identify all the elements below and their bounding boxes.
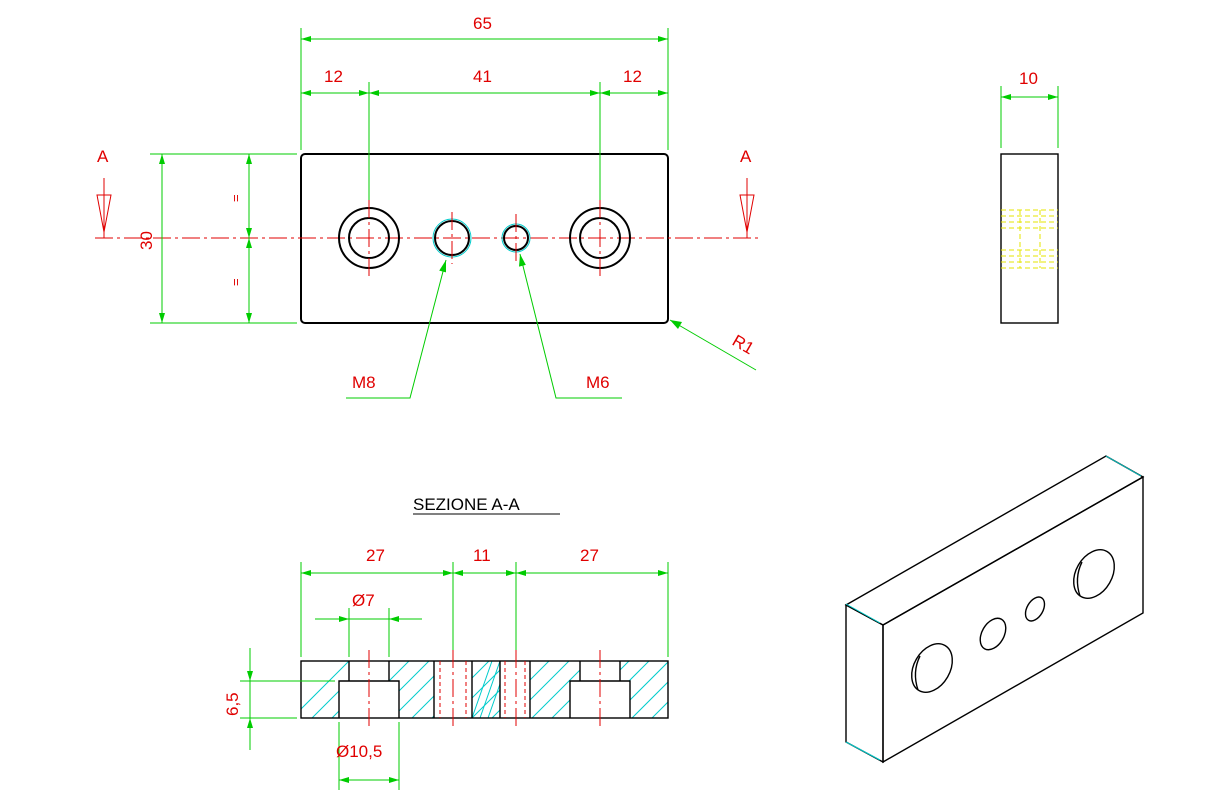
dim-counterbore-diameter: Ø10,5: [336, 742, 382, 761]
dim-middle-segment: 11: [473, 546, 491, 565]
dim-equal-top: =: [228, 194, 243, 202]
label-thread-m8: M8: [352, 373, 376, 392]
thread-section-m8: [433, 661, 473, 718]
threaded-hole-m6: [501, 214, 531, 262]
iso-top-face: [844, 455, 1145, 626]
leader-r1: [669, 319, 757, 371]
iso-hole-4: [1073, 549, 1115, 599]
dim-hole-diameter: Ø7: [352, 591, 375, 610]
thread-section-m6: [499, 661, 531, 718]
section-arrow-left: [96, 178, 112, 238]
dim-counterbore-depth: 6,5: [223, 692, 242, 716]
isometric-view: [844, 455, 1145, 764]
label-corner-radius: R1: [729, 331, 757, 358]
side-view: 10: [1000, 69, 1059, 324]
iso-side-face: [882, 475, 1144, 764]
iso-hole-1: [911, 643, 953, 693]
section-view: SEZIONE A-A: [223, 495, 669, 790]
dim-left-offset: 12: [324, 67, 343, 86]
side-outline: [1000, 153, 1059, 324]
section-mark-left: A: [97, 147, 109, 166]
iso-hole-3: [1024, 596, 1046, 622]
section-arrow-right: [739, 178, 755, 238]
threaded-hole-m8: [432, 212, 472, 264]
counterbore-hole-left: [338, 200, 400, 276]
dim-thickness: 10: [1019, 69, 1038, 88]
dim-right-offset: 12: [623, 67, 642, 86]
section-mark-right: A: [740, 147, 752, 166]
dim-center-distance: 41: [473, 67, 492, 86]
counterbore-hole-right: [569, 200, 631, 276]
dim-equal-bottom: =: [228, 278, 243, 286]
front-view: A A 65: [95, 14, 760, 399]
leader-m8: [346, 259, 447, 399]
section-title: SEZIONE A-A: [413, 495, 520, 514]
dim-right-segment: 27: [580, 546, 599, 565]
iso-hole-2: [979, 617, 1007, 651]
label-thread-m6: M6: [586, 373, 610, 392]
leader-m6: [519, 253, 622, 399]
iso-front-face: [845, 603, 884, 764]
dim-left-segment: 27: [366, 546, 385, 565]
dim-overall-width: 65: [473, 14, 492, 33]
dim-height: 30: [137, 231, 156, 250]
section-outline: [300, 660, 669, 719]
hidden-holes: [1001, 209, 1058, 269]
